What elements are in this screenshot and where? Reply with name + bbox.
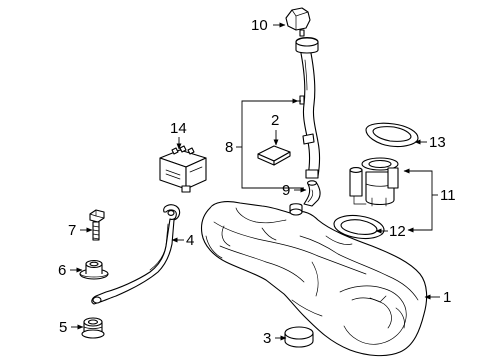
callout-8-label: 8 — [225, 139, 233, 156]
callout-2-label: 2 — [271, 112, 279, 129]
pad-part-2 — [257, 145, 291, 166]
hose-part-9 — [303, 180, 321, 207]
callout-1-label: 1 — [443, 289, 451, 306]
callout-6-label: 6 — [58, 262, 66, 279]
filler-pipe-part-8 — [295, 36, 321, 179]
callout-9-label: 9 — [282, 182, 290, 199]
callout-10-label: 10 — [251, 17, 268, 34]
cap-part-3 — [284, 326, 314, 348]
fuel-pump-module-part-11 — [349, 157, 399, 207]
callout-13-label: 13 — [429, 134, 446, 151]
callout-11-label: 11 — [440, 187, 456, 204]
filler-cap-part-10 — [285, 7, 311, 37]
callout-4-label: 4 — [186, 232, 194, 249]
callout-7-label: 7 — [68, 222, 76, 239]
seal-ring-part-13 — [365, 122, 419, 148]
grommet-part-6 — [79, 259, 109, 280]
fuel-tank — [200, 201, 428, 357]
control-module-part-14 — [159, 145, 207, 193]
callout-12-label: 12 — [389, 223, 406, 240]
grommet-part-5 — [81, 317, 105, 339]
bracket-11 — [406, 170, 433, 231]
callout-5-label: 5 — [59, 319, 67, 336]
callout-14-label: 14 — [170, 120, 187, 137]
bolt-part-7 — [89, 209, 105, 241]
strap-part-4 — [91, 204, 181, 305]
callout-3-label: 3 — [263, 330, 271, 347]
